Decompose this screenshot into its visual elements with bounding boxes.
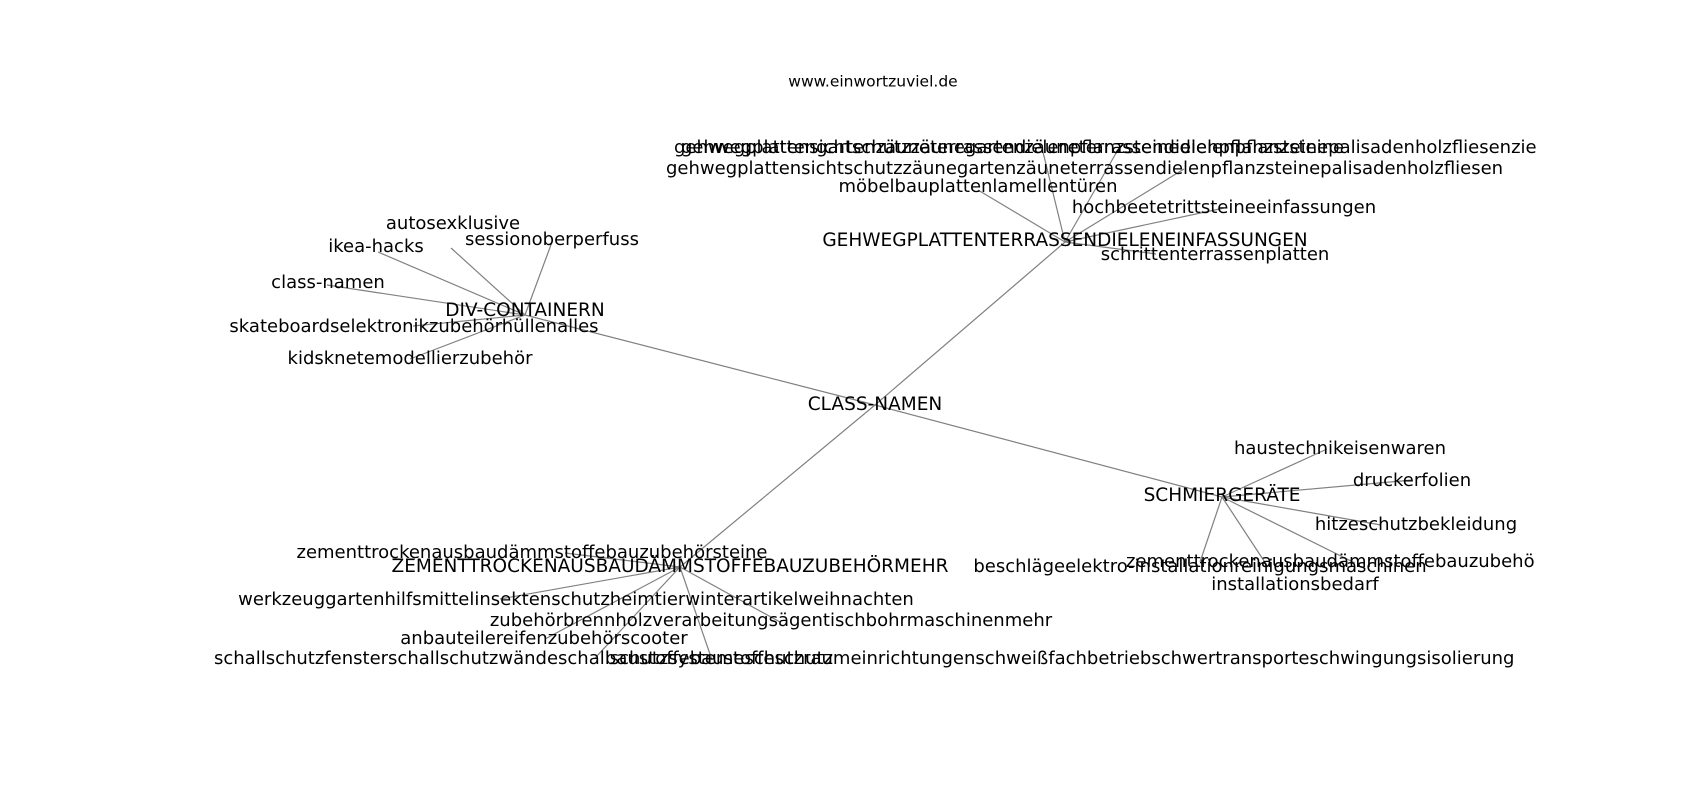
edge-div-div-6 (409, 314, 526, 360)
leaf-node-label-geh-2: gehwegplattengartenzäuneterrassendielenp… (681, 137, 1344, 158)
leaf-node-label-sch-2: druckerfolien (1353, 470, 1471, 491)
hub-node-label-div: DIV-CONTAINERN (445, 300, 604, 321)
leaf-node-label-div-1: autosexklusive (386, 213, 520, 234)
edge-sch-sch-3 (1221, 496, 1382, 526)
leaf-node-label-sch-4: zementtrockenausbaudämmstoffebauzubehör (1126, 551, 1543, 572)
edge-geh-geh-5 (1064, 207, 1225, 243)
edge-sch-sch-2 (1221, 479, 1413, 498)
edge-zem-zem-1 (564, 552, 681, 568)
hub-node-label-geh: GEHWEGPLATTENTERRASSENDIELENEINFASSUNGEN (822, 230, 1307, 251)
edge-div-div-5 (412, 314, 526, 327)
leaf-node-label-div-6: kidsknetemodellierzubehör (288, 348, 534, 369)
edge-zem-zem-6 (679, 566, 713, 661)
edge-div-div-3 (377, 251, 526, 316)
edge-geh-geh-3 (1064, 168, 1185, 243)
leaf-node-label-geh-5: hochbeetetrittsteineeinfassungen (1072, 197, 1376, 218)
center-node-label: CLASS-NAMEN (808, 394, 942, 415)
hub-node-label-sch: SCHMIERGERÄTE (1144, 485, 1301, 506)
leaf-node-label-div-5: skateboardselektronikzubehörhüllenalles (229, 316, 598, 337)
edges (326, 147, 1413, 661)
edge-zem-zem-3 (679, 566, 781, 623)
edge-geh-geh-1 (1064, 147, 1120, 243)
leaf-node-label-geh-3: gehwegplattensichtschutzzäunegartenzäune… (666, 158, 1503, 179)
leaf-node-label-div-2: sessionoberperfuss (465, 229, 639, 250)
edge-sch-sch-6 (1199, 496, 1223, 563)
plot-area: CLASS-NAMENDIV-CONTAINERNautosexklusives… (214, 137, 1580, 669)
leaf-node-label-zem-3: zubehörbrennholzverarbeitungsägentischbo… (490, 610, 1053, 631)
edge-div-div-4 (326, 284, 526, 316)
leaf-node-label-div-4: class-namen (271, 272, 385, 293)
edge-geh-geh-2 (1041, 147, 1066, 243)
leaf-node-label-sch-5: beschlägeelektro-installationreinigungsm… (973, 556, 1426, 577)
source-caption: www.einwortzuviel.de (788, 73, 957, 91)
hub-node-label-zem: ZEMENTTROCKENAUSBAUDÄMMSTOFFEBAUZUBEHÖRM… (392, 555, 949, 577)
edge-zem-zem-2 (499, 566, 681, 600)
edge-center-zem (679, 404, 876, 568)
edge-center-sch (874, 404, 1223, 498)
leaf-node-label-sch-6: installationsbedarf (1211, 574, 1379, 595)
leaf-node-label-geh-1: gehwegplattensichtschutzzäunegartenzäune… (674, 137, 1580, 158)
edge-sch-sch-5 (1221, 496, 1269, 568)
leaf-node-label-sch-3: hitzeschutzbekleidung (1315, 514, 1517, 535)
leaf-node-label-zem-6: baustoffebaustoffeschutz (605, 648, 833, 669)
edge-div-div-2 (524, 241, 553, 316)
leaf-node-label-sch-1: haustechnikeisenwaren (1234, 438, 1446, 459)
edge-center-div (524, 314, 876, 406)
edge-sch-sch-1 (1221, 448, 1328, 498)
edge-center-geh (874, 241, 1066, 406)
leaf-node-label-div-3: ikea-hacks (328, 236, 424, 257)
edge-geh-geh-6 (1064, 241, 1157, 255)
edge-geh-geh-4 (977, 189, 1066, 243)
leaf-node-label-zem-5: schallschutzfensterschallschutzwändescha… (214, 648, 1514, 669)
edge-zem-zem-4 (544, 566, 681, 640)
node-labels: CLASS-NAMENDIV-CONTAINERNautosexklusives… (214, 137, 1580, 669)
leaf-node-label-geh-6: schrittenterrassenplatten (1101, 244, 1330, 265)
edge-zem-zem-5 (594, 566, 681, 659)
edge-sch-sch-4 (1221, 496, 1356, 564)
edge-div-div-1 (450, 247, 526, 316)
leaf-node-label-zem-4: anbauteilereifenzubehörscooter (400, 628, 688, 649)
leaf-node-label-zem-1: zementtrockenausbaudämmstoffebauzubehörs… (297, 542, 768, 563)
leaf-node-label-zem-2: werkzeuggartenhilfsmittelinsektenschutzh… (238, 589, 914, 610)
leaf-node-label-geh-4: möbelbauplattenlamellentüren (838, 176, 1117, 197)
